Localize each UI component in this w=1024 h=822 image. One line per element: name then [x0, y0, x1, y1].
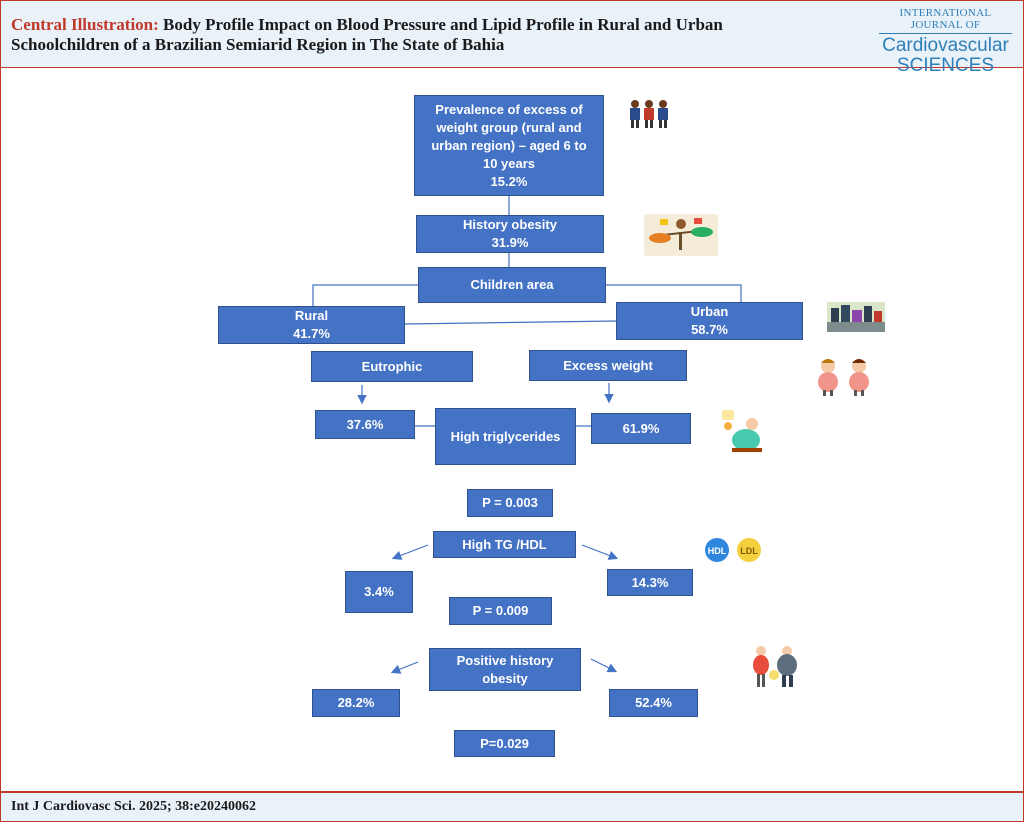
tg-hdl-right-value: 14.3% [631, 574, 669, 590]
excess-tg-box: 61.9% [591, 413, 691, 444]
title-line-2: Schoolchildren of a Brazilian Semiarid R… [11, 35, 505, 54]
arrow-tghdl-left [391, 544, 429, 560]
pos-right-box: 52.4% [609, 689, 698, 717]
urban-label: Urban [690, 304, 729, 319]
line-area-rural [312, 284, 418, 306]
title-line-1: Body Profile Impact on Blood Pressure an… [158, 15, 723, 34]
eutrophic-label: Eutrophic [361, 358, 423, 374]
p-value-2: P = 0.009 [472, 603, 529, 618]
excess-tg-value: 61.9% [622, 420, 660, 436]
arrow-pos-left [390, 661, 419, 674]
prevalence-line-1: Prevalence of excess of [435, 101, 583, 117]
title-lead: Central Illustration: [11, 15, 159, 34]
eutrophic-tg-box: 37.6% [315, 410, 415, 439]
excess-weight-label: Excess weight [563, 357, 653, 373]
line-area-urban [606, 284, 742, 302]
urban-box: Urban 58.7% [616, 302, 803, 340]
journal-name-1: Cardiovascular [882, 35, 1009, 56]
p-value-2-box: P = 0.009 [449, 597, 552, 625]
arrow-tghdl-right [581, 544, 619, 560]
urban-skyline-icon [827, 302, 885, 332]
p-value-1-box: P = 0.003 [467, 489, 553, 517]
journal-rule [879, 33, 1012, 34]
prevalence-box: Prevalence of excess of weight group (ru… [414, 95, 604, 196]
tg-hdl-right-box: 14.3% [607, 569, 693, 596]
high-tg-hdl-label: High TG /HDL [462, 536, 547, 552]
person-eating-icon [722, 410, 762, 452]
page-title: Central Illustration: Body Profile Impac… [11, 15, 771, 55]
hdl-label: HDL [708, 546, 727, 556]
high-triglycerides-box: High triglycerides [435, 408, 576, 465]
excess-weight-box: Excess weight [529, 350, 687, 381]
children-area-label: Children area [470, 277, 554, 292]
ldl-label: LDL [740, 546, 758, 556]
family-obesity-icon [753, 646, 797, 687]
three-children-icon [630, 100, 668, 128]
hdl-ldl-icon: HDL LDL [705, 538, 761, 562]
prevalence-value: 15.2% [490, 173, 528, 189]
balance-food-icon [644, 214, 718, 256]
arrow-pos-right [590, 658, 618, 673]
eutrophic-box: Eutrophic [311, 351, 473, 382]
history-obesity-label: History obesity [463, 217, 557, 232]
eutrophic-tg-value: 37.6% [346, 416, 384, 432]
high-triglycerides-label: High triglycerides [450, 428, 561, 444]
prevalence-line-2: weight group (rural and [436, 119, 582, 135]
overweight-children-icon [818, 359, 869, 396]
p-value-3-box: P=0.029 [454, 730, 555, 757]
urban-value: 58.7% [691, 322, 728, 337]
p-value-3: P=0.029 [480, 735, 529, 751]
history-obesity-value: 31.9% [491, 235, 529, 250]
citation: Int J Cardiovasc Sci. 2025; 38:e20240062 [11, 799, 256, 814]
pos-right-value: 52.4% [635, 695, 672, 710]
tg-hdl-left-box: 3.4% [345, 571, 413, 613]
journal-top-text: INTERNATIONAL JOURNAL OF [899, 7, 992, 31]
positive-history-line-1: Positive history [456, 652, 554, 668]
header: Central Illustration: Body Profile Impac… [0, 0, 1024, 76]
positive-history-box: Positive history obesity [429, 648, 581, 691]
rural-box: Rural 41.7% [218, 306, 405, 344]
journal-logo: INTERNATIONAL JOURNAL OF Cardiovascular … [873, 7, 1018, 76]
history-obesity-box: History obesity 31.9% [416, 215, 604, 253]
p-value-1: P = 0.003 [482, 495, 538, 510]
prevalence-line-4: 10 years [482, 155, 536, 171]
tg-hdl-left-value: 3.4% [364, 584, 394, 599]
line-rural-urban [404, 320, 617, 325]
pos-left-box: 28.2% [312, 689, 400, 717]
positive-history-line-2: obesity [482, 670, 528, 686]
prevalence-line-3: urban region) – aged 6 to [431, 137, 587, 153]
rural-value: 41.7% [293, 326, 330, 341]
children-area-box: Children area [418, 267, 606, 303]
rural-label: Rural [294, 308, 329, 323]
high-tg-hdl-box: High TG /HDL [433, 531, 576, 558]
pos-left-value: 28.2% [337, 695, 375, 710]
footer: Int J Cardiovasc Sci. 2025; 38:e20240062 [0, 792, 1024, 822]
journal-name-2: SCIENCES [896, 55, 995, 76]
